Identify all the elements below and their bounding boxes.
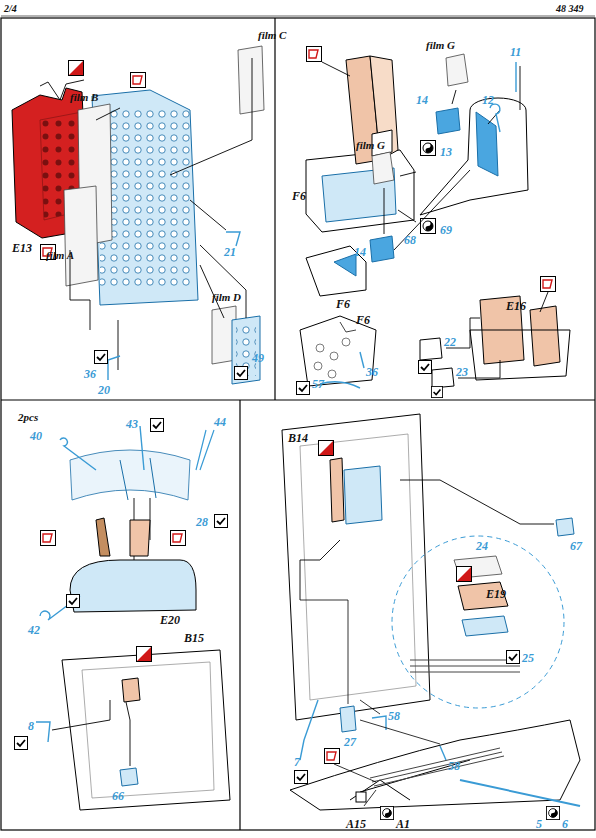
callout-number: 68 (404, 234, 416, 246)
film-name: film C (258, 30, 286, 41)
callout-number: 8 (28, 720, 34, 732)
callout-number: 44 (214, 416, 226, 428)
film-name: film G (356, 140, 385, 151)
callout-number: 11 (510, 46, 521, 58)
callout-number: 69 (440, 224, 452, 236)
callout-number: 49 (252, 352, 264, 364)
callout-number: 58 (448, 760, 460, 772)
part-name: B15 (184, 632, 204, 644)
film-name: 2pcs (18, 412, 38, 423)
callout-number: 67 (570, 540, 582, 552)
callout-number: 36 (366, 366, 378, 378)
page-number: 2/4 (4, 4, 17, 14)
callout-number: 42 (28, 624, 40, 636)
part-name: B14 (288, 432, 308, 444)
film-name: film A (46, 250, 74, 261)
callout-number: 27 (344, 736, 356, 748)
part-name: A15 (346, 818, 366, 830)
part-name: A1 (396, 818, 410, 830)
callout-number: 28 (196, 516, 208, 528)
part-name: F6 (292, 190, 306, 202)
callout-number: 24 (476, 540, 488, 552)
film-name: film G (426, 40, 455, 51)
callout-number: 40 (30, 430, 42, 442)
callout-number: 20 (98, 384, 110, 396)
callout-number: 14 (354, 246, 366, 258)
callout-number: 22 (444, 336, 456, 348)
part-name: E19 (486, 588, 506, 600)
callout-number: 14 (416, 94, 428, 106)
callout-number: 43 (126, 418, 138, 430)
part-name: F6 (336, 298, 350, 310)
film-name: film D (212, 292, 241, 303)
callout-number: 5 (536, 818, 542, 830)
callout-number: 58 (388, 710, 400, 722)
callout-number: 12 (482, 94, 494, 106)
callout-number: 25 (522, 652, 534, 664)
callout-number: 13 (440, 146, 452, 158)
callout-number: 7 (294, 756, 300, 768)
callout-number: 36 (84, 368, 96, 380)
callout-number: 57 (312, 378, 324, 390)
callout-number: 23 (456, 366, 468, 378)
callout-number: 21 (224, 246, 236, 258)
page-number: 48 349 (556, 4, 584, 14)
part-name: E13 (12, 242, 32, 254)
part-name: E16 (506, 300, 526, 312)
callout-number: 6 (562, 818, 568, 830)
callout-number: 66 (112, 790, 124, 802)
part-name: E20 (160, 614, 180, 626)
film-name: film B (70, 92, 98, 103)
part-name: F6 (356, 314, 370, 326)
